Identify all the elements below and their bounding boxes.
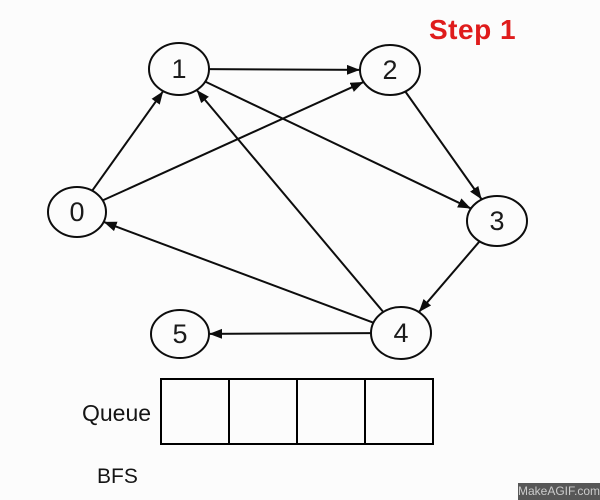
- queue-cell-0: [160, 378, 230, 445]
- node-3: [466, 195, 528, 247]
- node-label-2: 2: [382, 55, 397, 85]
- node-label-1: 1: [171, 54, 186, 84]
- node-5: [150, 309, 210, 359]
- queue-cells: [160, 378, 434, 445]
- node-2: [359, 44, 421, 96]
- edge-3-to-4: [418, 240, 481, 313]
- step-title: Step 1: [429, 14, 517, 45]
- node-1: [148, 42, 210, 96]
- edge-2-to-3: [404, 90, 483, 200]
- node-4: [370, 306, 432, 360]
- edge-4-to-5: [209, 328, 372, 339]
- node-label-0: 0: [69, 197, 84, 227]
- node-label-4: 4: [393, 318, 408, 348]
- node-0: [47, 186, 107, 238]
- edge-0-to-1: [91, 91, 164, 192]
- queue-label: Queue: [82, 400, 152, 426]
- watermark: MakeAGIF.com: [518, 483, 600, 500]
- queue-cell-3: [364, 378, 434, 445]
- edge-1-to-3: [204, 80, 471, 210]
- algorithm-label: BFS: [97, 465, 138, 488]
- node-label-3: 3: [489, 206, 504, 236]
- edge-4-to-1: [196, 89, 385, 313]
- queue-cell-1: [228, 378, 298, 445]
- edge-0-to-2: [102, 81, 364, 202]
- node-label-5: 5: [172, 319, 187, 349]
- edge-1-to-2: [208, 64, 360, 75]
- edge-4-to-0: [103, 221, 374, 324]
- queue-cell-2: [296, 378, 366, 445]
